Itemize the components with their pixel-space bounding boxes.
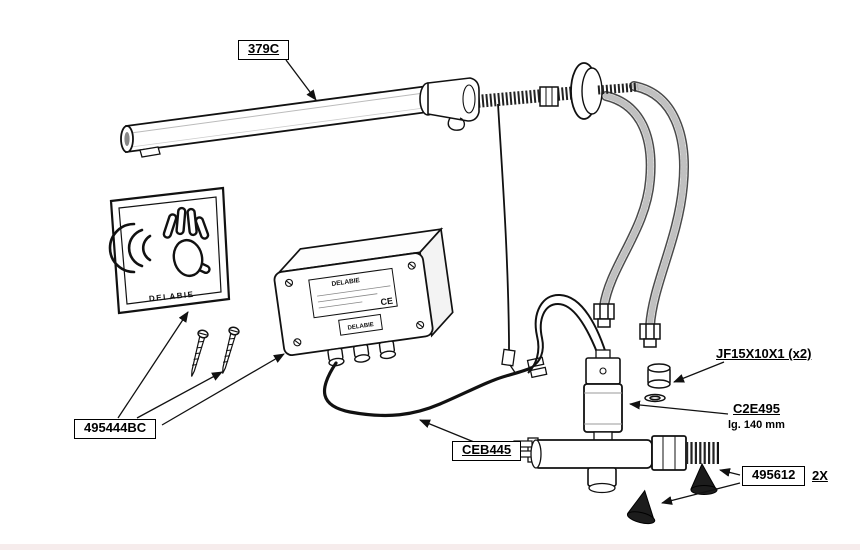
part-label-ceb445: CEB445 [452, 441, 522, 461]
part-number-495444bc: 495444BC [84, 420, 147, 435]
wave-icon [108, 222, 152, 274]
leader-lines [117, 59, 741, 505]
control-box: DELABIE CE DELABIE [273, 227, 454, 367]
part-number-379c: 379C [248, 41, 280, 56]
part-qty-2x: 2X [812, 468, 828, 483]
part-label-jf15x10x1: JF15X10X1 (x2) [716, 346, 812, 361]
corner-screw-icons [284, 261, 425, 347]
threaded-shank [469, 62, 639, 120]
part-label-c2e495: C2E495 [733, 401, 780, 416]
flex-hoses [593, 81, 689, 348]
spout [120, 77, 480, 158]
valve-filter-cones [626, 462, 718, 525]
hand-sensor-icon [162, 206, 211, 278]
aerator-outlet [139, 146, 161, 158]
part-sublabel-c2e495-length: lg. 140 mm [728, 419, 785, 431]
gasket-set [644, 363, 671, 403]
solenoid-coil [583, 383, 623, 433]
rating-label [308, 267, 398, 319]
part-label-495444bc: 495444BC [74, 419, 157, 439]
hex-nut [651, 435, 687, 471]
box-brand-text-small: DELABIE [347, 322, 374, 332]
ce-mark-text: CE [380, 296, 394, 308]
bottom-edge-strip [0, 544, 860, 550]
solenoid-valve [513, 293, 719, 494]
sensor-sign: DELABIE [108, 186, 231, 315]
part-number-ceb445: CEB445 [462, 442, 512, 457]
part-label-379c: 379C [238, 40, 290, 60]
part-label-495612: 495612 [742, 466, 806, 486]
sensor-cable [497, 103, 517, 375]
box-brand-text: DELABIE [331, 277, 361, 288]
spout-clip [447, 117, 466, 131]
mounting-screws [191, 326, 240, 377]
part-number-495612: 495612 [752, 467, 796, 482]
